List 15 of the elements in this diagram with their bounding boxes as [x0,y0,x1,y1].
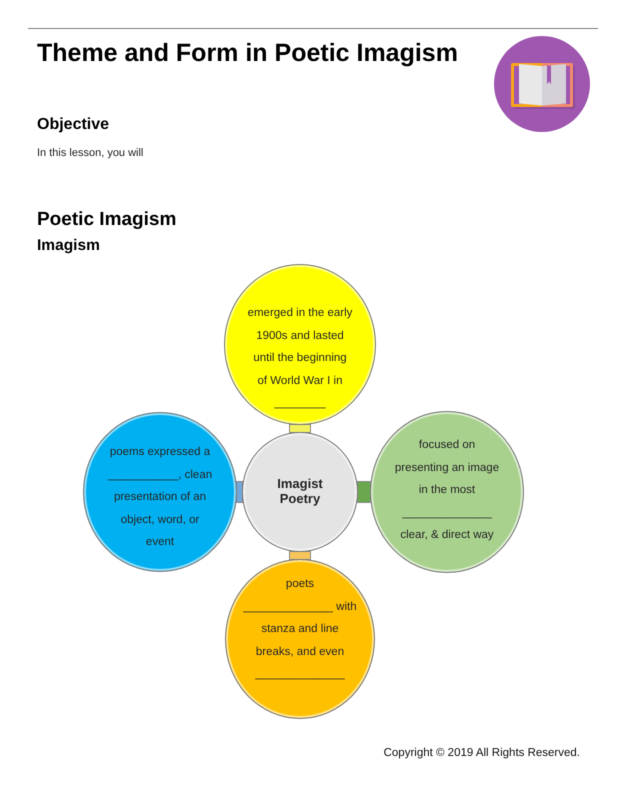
body-text: In this lesson, you will [37,147,144,160]
bubble-text: focused on presenting an image in the most ______________ clear, & direct way [394,438,500,543]
connector [290,552,310,559]
copyright-notice: Copyright © 2019 All Rights Reserved. [384,747,580,760]
connector [358,482,370,502]
subsection-heading: Imagism [37,237,100,255]
connector [290,425,310,432]
section-heading: Objective [37,116,110,134]
section-heading: Poetic Imagism [37,209,176,231]
page-title: Theme and Form in Poetic Imagism [37,39,458,68]
hub-title: Imagist Poetry [276,476,324,506]
connector [237,482,242,502]
bubble-text: emerged in the early 1900s and lasted until the beginning of World War I in ________ [247,306,353,411]
bubble-text: poets ______________ with stanza and line breaks, and even ______________ [242,577,358,682]
bubble-text: poems expressed a ___________, clean presentation of an object, word, or event [106,445,214,550]
